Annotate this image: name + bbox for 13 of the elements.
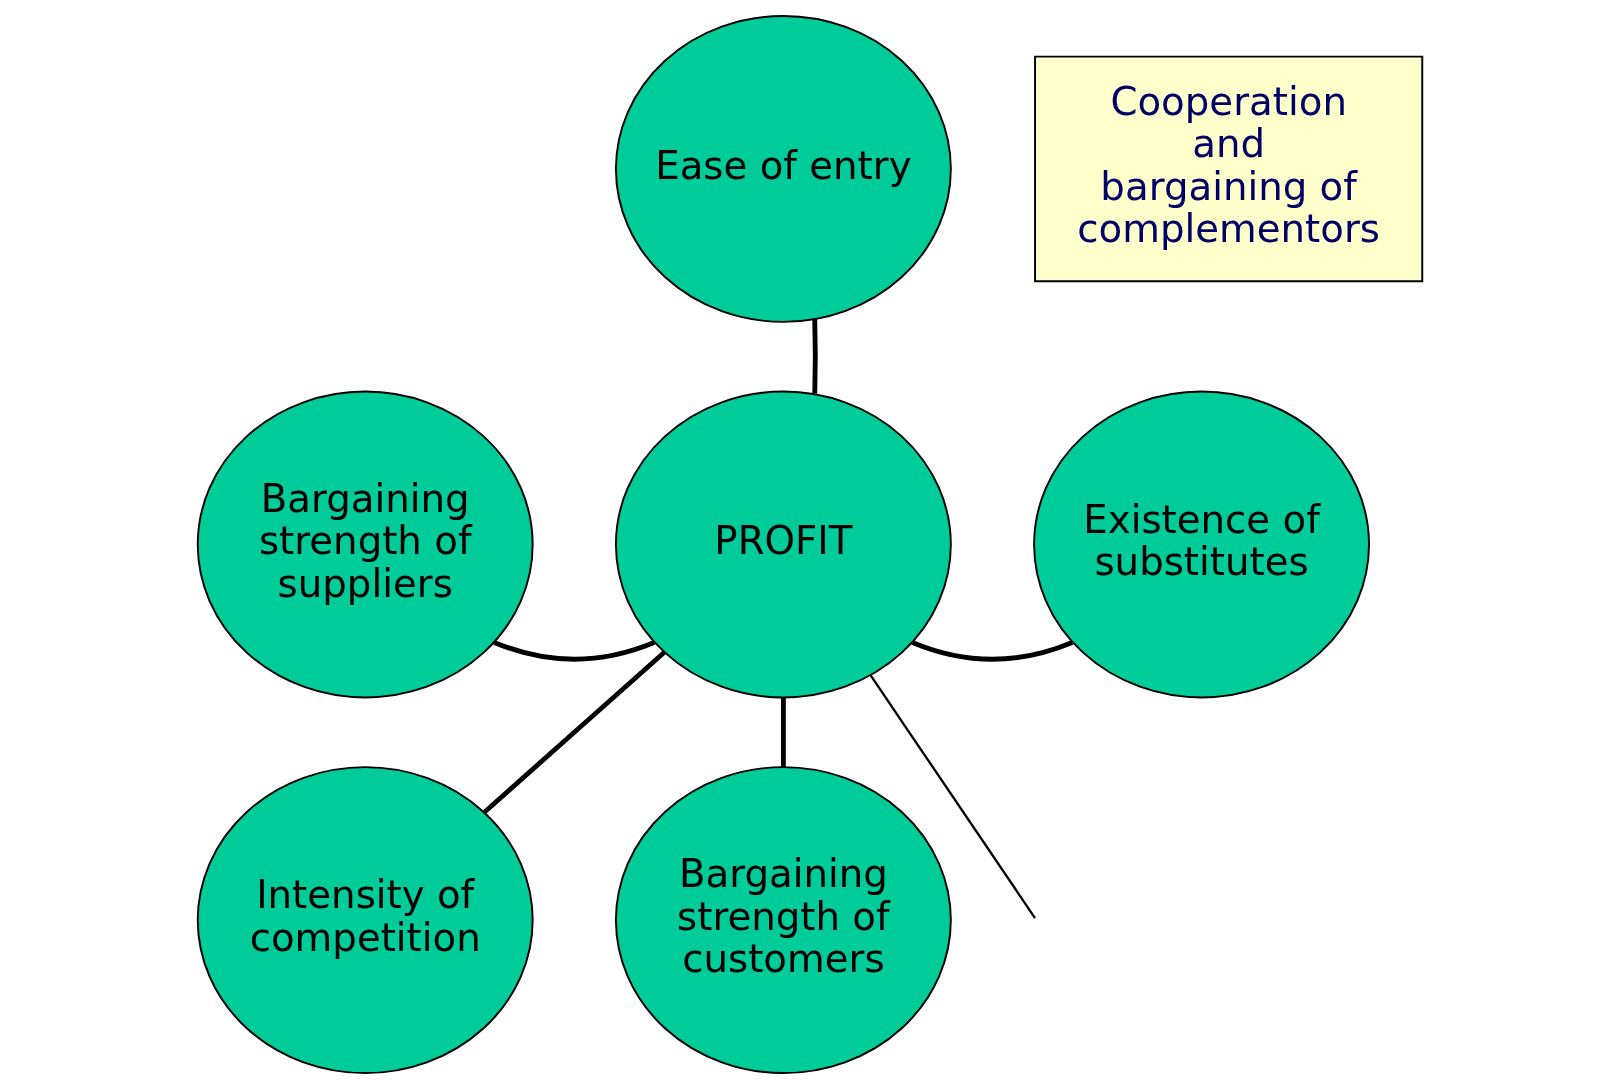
connector: [492, 640, 655, 662]
node-circle: Bargaining strength of suppliers: [196, 390, 534, 699]
connector: [911, 640, 1073, 662]
connector: [869, 674, 1036, 919]
connector: [811, 319, 818, 394]
node-box: Cooperation and bargaining of complementors: [1033, 55, 1423, 283]
node-circle: Intensity of competition: [196, 766, 534, 1074]
connector: [482, 650, 666, 814]
node-circle: Bargaining strength of customers: [614, 766, 952, 1074]
node-circle: Ease of entry: [614, 15, 952, 323]
node-circle: Existence of substitutes: [1032, 390, 1370, 699]
node-circle: PROFIT: [614, 390, 952, 699]
connector: [780, 697, 786, 768]
